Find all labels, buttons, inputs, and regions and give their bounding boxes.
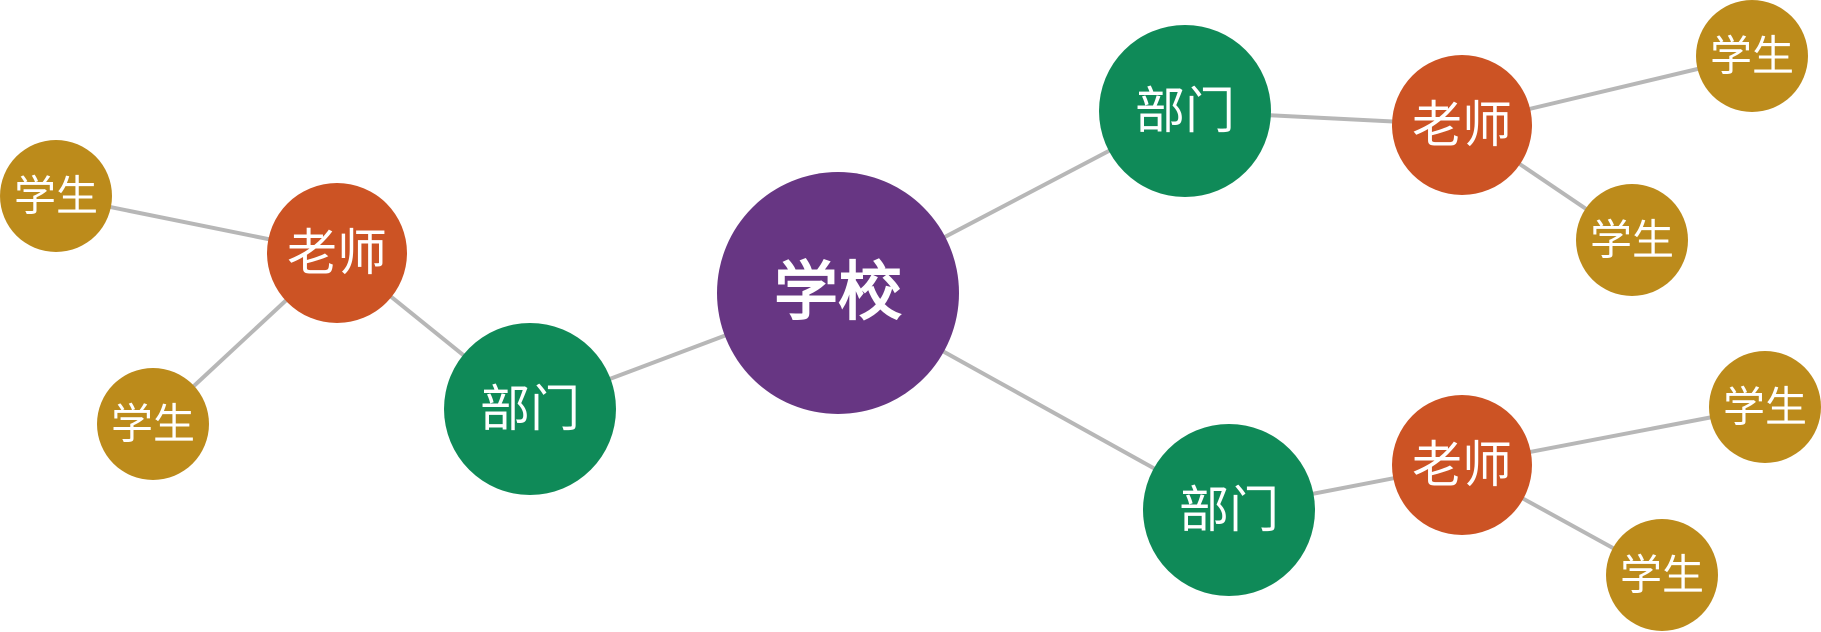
- root-circle: [717, 172, 959, 414]
- student-circle: [1606, 519, 1718, 631]
- student-label: 学生: [1710, 32, 1794, 81]
- student-label: 学生: [111, 400, 195, 449]
- teacher-label: 老师: [287, 224, 387, 282]
- node-student-left-bottom: 学生: [97, 368, 209, 480]
- student-circle: [1576, 184, 1688, 296]
- node-student-left-top: 学生: [0, 140, 112, 252]
- teacher-circle: [1392, 55, 1532, 195]
- node-dept-left: 部门: [444, 323, 616, 495]
- teacher-circle: [1392, 395, 1532, 535]
- department-label: 部门: [1135, 82, 1235, 140]
- student-circle: [97, 368, 209, 480]
- student-circle: [1696, 0, 1808, 112]
- student-circle: [1709, 351, 1821, 463]
- department-label: 部门: [480, 380, 580, 438]
- node-root: 学校: [717, 172, 959, 414]
- node-student-bottom-right-2: 学生: [1606, 519, 1718, 631]
- node-teacher-top-right: 老师: [1392, 55, 1532, 195]
- node-student-top-right-1: 学生: [1696, 0, 1808, 112]
- student-circle: [0, 140, 112, 252]
- teacher-label: 老师: [1412, 96, 1512, 154]
- node-dept-bottom-right: 部门: [1143, 424, 1315, 596]
- node-student-top-right-2: 学生: [1576, 184, 1688, 296]
- department-label: 部门: [1179, 481, 1279, 539]
- department-circle: [444, 323, 616, 495]
- node-teacher-bottom-right: 老师: [1392, 395, 1532, 535]
- student-label: 学生: [1590, 216, 1674, 265]
- node-student-bottom-right-1: 学生: [1709, 351, 1821, 463]
- root-label: 学校: [774, 256, 902, 330]
- node-teacher-left: 老师: [267, 183, 407, 323]
- student-label: 学生: [1620, 551, 1704, 600]
- student-label: 学生: [1723, 383, 1807, 432]
- department-circle: [1143, 424, 1315, 596]
- node-dept-top-right: 部门: [1099, 25, 1271, 197]
- department-circle: [1099, 25, 1271, 197]
- teacher-label: 老师: [1412, 436, 1512, 494]
- teacher-circle: [267, 183, 407, 323]
- student-label: 学生: [14, 172, 98, 221]
